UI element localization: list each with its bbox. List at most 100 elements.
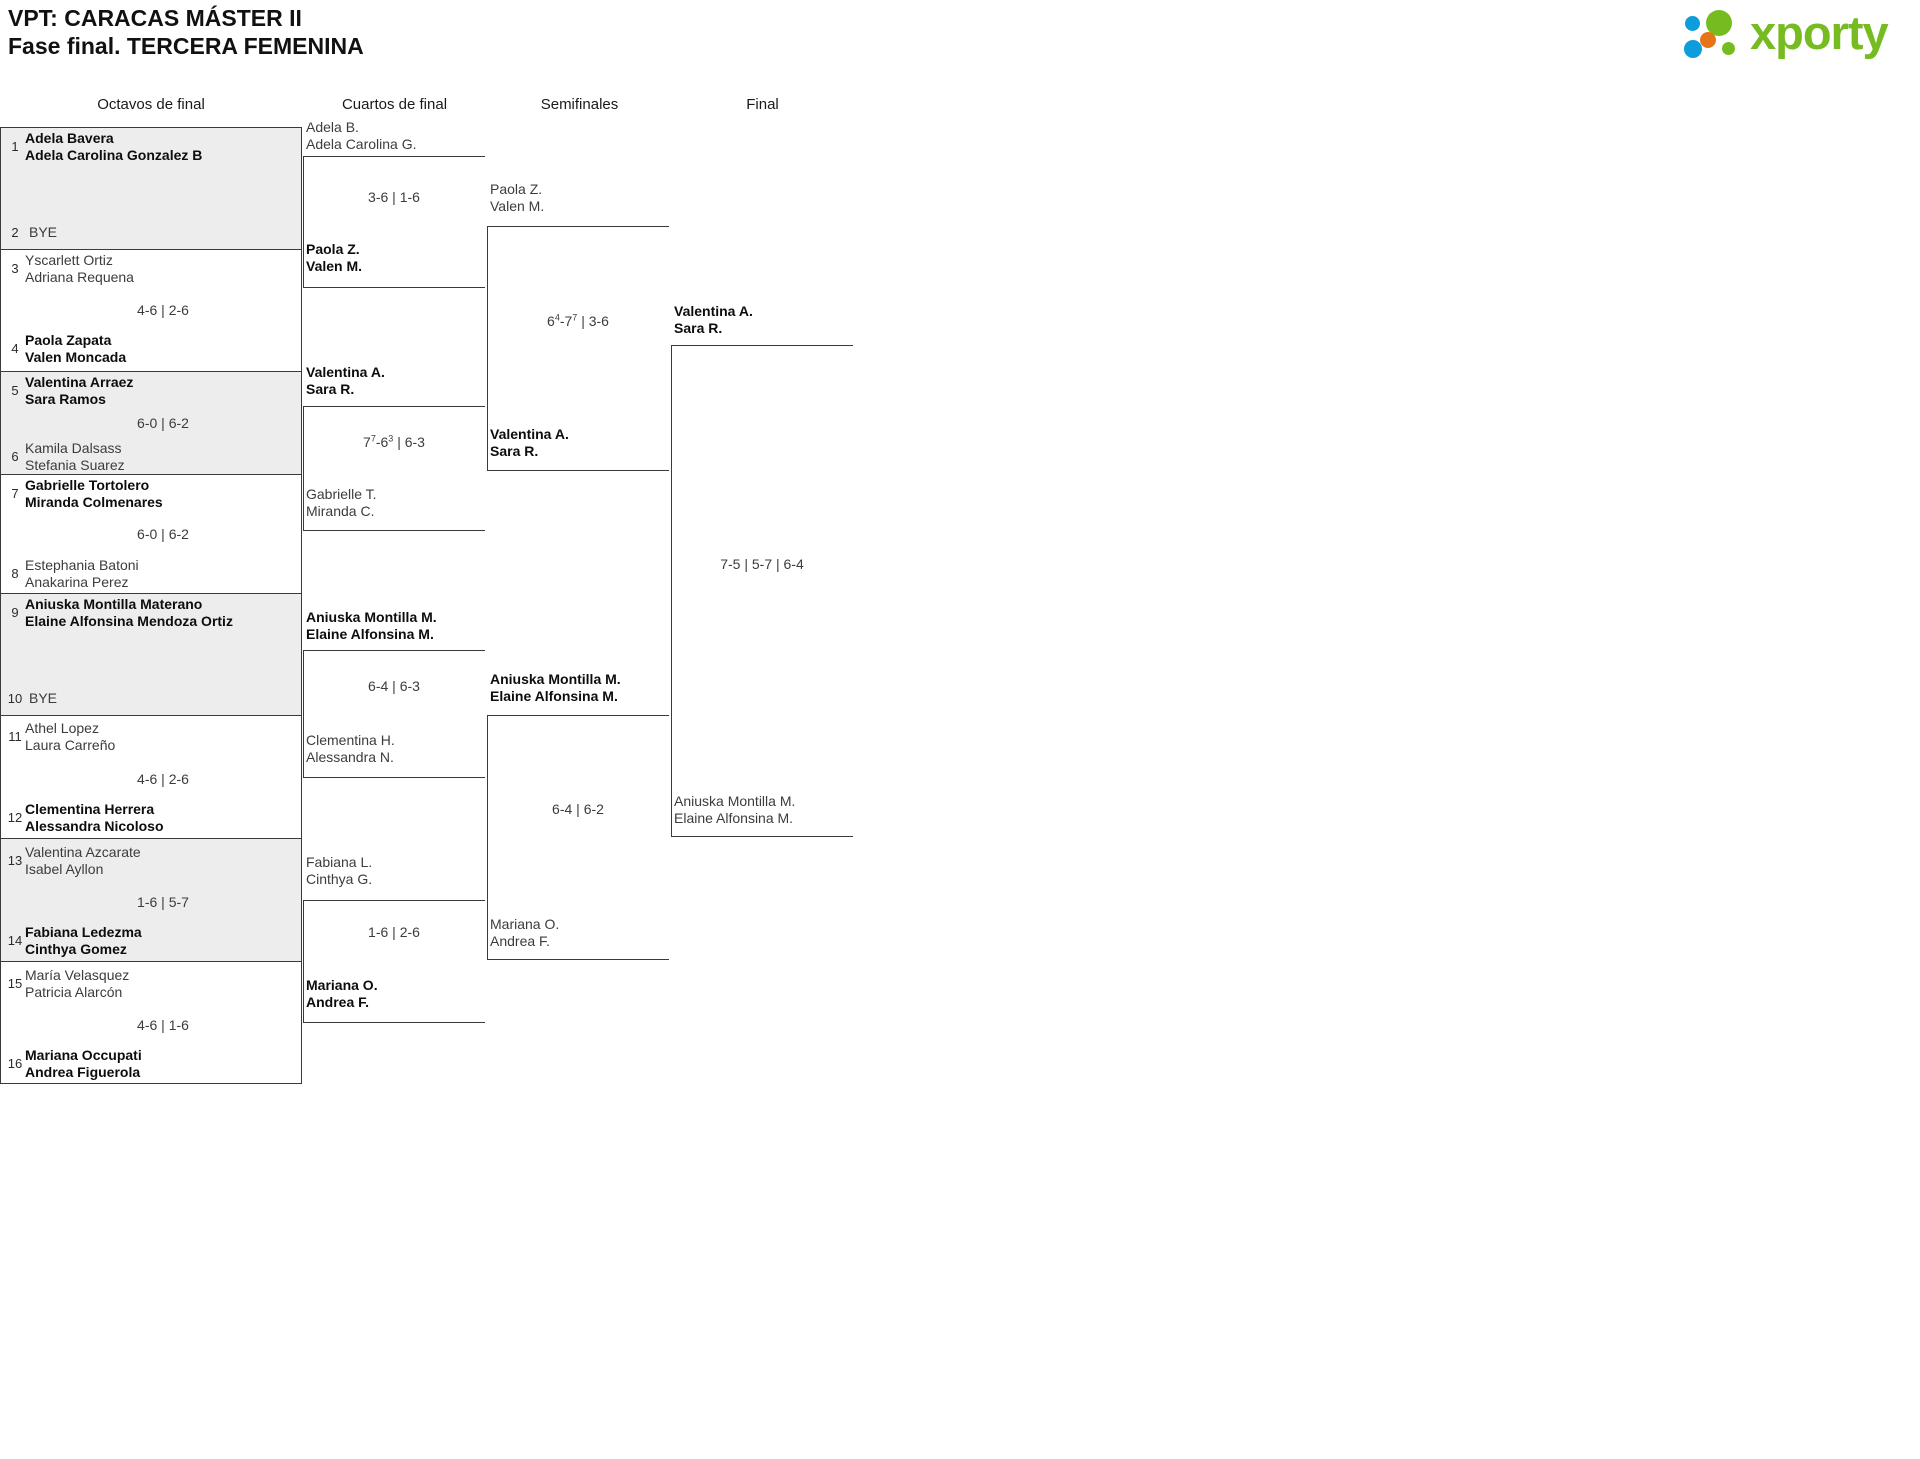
r3-match-1-bottom-label: Valentina A. Sara R. (490, 426, 569, 460)
r1-match-3[interactable]: 5 Valentina Arraez Sara Ramos 6-0 | 6-2 … (0, 371, 302, 474)
seed-number: 3 (11, 261, 19, 276)
r2-match-3-score: 6-4 | 6-3 (303, 678, 485, 694)
r2-match-4-box[interactable] (303, 900, 485, 1023)
r1-match-8-bottom-entry: 16 Mariana Occupati Andrea Figuerola (1, 1047, 301, 1081)
r1-match-2-top-entry: 3 Yscarlett Ortiz Adriana Requena (1, 252, 301, 286)
player-line-2: Cinthya Gomez (25, 941, 127, 957)
player-line-1: Aniuska Montilla M. (490, 671, 621, 687)
seed-names: María Velasquez Patricia Alarcón (25, 967, 129, 1001)
player-line-1: Aniuska Montilla M. (306, 609, 437, 625)
player-line-2: Sara R. (674, 320, 723, 336)
r1-match-4[interactable]: 7 Gabrielle Tortolero Miranda Colmenares… (0, 474, 302, 593)
tournament-title: VPT: CARACAS MÁSTER II Fase final. TERCE… (8, 4, 364, 60)
seed-names: Estephania Batoni Anakarina Perez (25, 557, 139, 591)
bye-label: BYE (29, 690, 58, 706)
seed-names: Aniuska Montilla Materano Elaine Alfonsi… (25, 596, 233, 630)
player-line-2: Andrea F. (490, 933, 550, 949)
score-text: 77-63 | 6-3 (363, 433, 425, 450)
player-line-2: Cinthya G. (306, 871, 373, 887)
round-heading-octavos: Octavos de final (97, 96, 205, 113)
logo-dots-icon (1684, 10, 1746, 58)
player-line-2: Valen M. (306, 258, 363, 274)
player-line-2: Elaine Alfonsina Mendoza Ortiz (25, 613, 233, 629)
player-line-2: Adriana Requena (25, 269, 134, 285)
player-line-1: Gabrielle Tortolero (25, 477, 150, 493)
r1-match-7-top-entry: 13 Valentina Azcarate Isabel Ayllon (1, 844, 301, 878)
player-line-1: Fabiana L. (306, 854, 373, 870)
seed-number: 7 (11, 486, 19, 501)
r2-match-2-box[interactable] (303, 406, 485, 531)
player-line-2: Adela Carolina Gonzalez B (25, 147, 203, 163)
player-line-2: Patricia Alarcón (25, 984, 123, 1000)
seed-number: 4 (11, 341, 19, 356)
player-line-2: Miranda C. (306, 503, 375, 519)
r1-match-4-top-entry: 7 Gabrielle Tortolero Miranda Colmenares (1, 477, 301, 511)
r2-match-1-bottom-label: Paola Z. Valen M. (306, 241, 362, 275)
seed-number: 10 (7, 691, 23, 706)
player-line-2: Valen M. (490, 198, 545, 214)
player-line-1: Valentina A. (306, 364, 385, 380)
player-line-2: Isabel Ayllon (25, 861, 104, 877)
r1-match-7[interactable]: 13 Valentina Azcarate Isabel Ayllon 1-6 … (0, 838, 302, 961)
seed-names: Clementina Herrera Alessandra Nicoloso (25, 801, 164, 835)
player-line-1: Fabiana Ledezma (25, 924, 142, 940)
r3-match-1-box[interactable] (487, 226, 669, 471)
r3-match-1-score: 64-77 | 3-6 (487, 313, 669, 329)
player-line-1: Adela Bavera (25, 130, 114, 146)
r1-match-2[interactable]: 3 Yscarlett Ortiz Adriana Requena 4-6 | … (0, 249, 302, 371)
seed-number: 15 (7, 976, 23, 991)
score-text: 6-4 | 6-3 (368, 678, 420, 694)
player-line-1: Clementina Herrera (25, 801, 155, 817)
score-text: 64-77 | 3-6 (547, 312, 609, 329)
r2-match-1-box[interactable] (303, 156, 485, 288)
player-line-2: Stefania Suarez (25, 457, 125, 473)
seed-number: 5 (11, 383, 19, 398)
player-line-2: Sara R. (306, 381, 355, 397)
player-line-1: Estephania Batoni (25, 557, 139, 573)
player-line-1: Valentina Arraez (25, 374, 134, 390)
r1-match-1[interactable]: 1 Adela Bavera Adela Carolina Gonzalez B… (0, 127, 302, 249)
player-line-2: Elaine Alfonsina M. (306, 626, 434, 642)
player-line-1: Valentina A. (674, 303, 753, 319)
logo-wordmark: xporty (1750, 6, 1889, 59)
player-line-1: Valentina A. (490, 426, 569, 442)
r4-match-1-box[interactable] (671, 345, 853, 837)
r1-match-3-score: 6-0 | 6-2 (137, 415, 189, 431)
player-line-2: Laura Carreño (25, 737, 116, 753)
r2-match-3-box[interactable] (303, 650, 485, 778)
player-line-1: Mariana Occupati (25, 1047, 142, 1063)
tournament-title-line1: VPT: CARACAS MÁSTER II (8, 5, 302, 31)
player-line-2: Alessandra N. (306, 749, 394, 765)
r4-match-1-score: 7-5 | 5-7 | 6-4 (671, 556, 853, 572)
r3-match-2-score: 6-4 | 6-2 (487, 801, 669, 817)
player-line-1: Mariana O. (490, 916, 560, 932)
r1-match-5-top-entry: 9 Aniuska Montilla Materano Elaine Alfon… (1, 596, 301, 630)
player-line-2: Valen Moncada (25, 349, 127, 365)
r1-match-6[interactable]: 11 Athel Lopez Laura Carreño 4-6 | 2-6 1… (0, 715, 302, 838)
player-line-1: Valentina Azcarate (25, 844, 141, 860)
player-line-1: Mariana O. (306, 977, 378, 993)
player-line-1: Gabrielle T. (306, 486, 377, 502)
r2-match-2-score: 77-63 | 6-3 (303, 434, 485, 450)
r1-match-5[interactable]: 9 Aniuska Montilla Materano Elaine Alfon… (0, 593, 302, 715)
seed-names: Valentina Azcarate Isabel Ayllon (25, 844, 141, 878)
r2-match-2-top-label: Valentina A. Sara R. (306, 364, 385, 398)
score-text: 7-5 | 5-7 | 6-4 (720, 556, 804, 572)
round-heading-semifinales: Semifinales (540, 96, 619, 113)
score-text: 6-4 | 6-2 (552, 801, 604, 817)
score-text: 1-6 | 2-6 (368, 924, 420, 940)
r2-match-4-bottom-label: Mariana O. Andrea F. (306, 977, 378, 1011)
r1-match-3-top-entry: 5 Valentina Arraez Sara Ramos (1, 374, 301, 408)
r2-match-3-bottom-label: Clementina H. Alessandra N. (306, 732, 395, 766)
round-heading-cuartos: Cuartos de final (341, 96, 448, 113)
r3-match-2-top-label: Aniuska Montilla M. Elaine Alfonsina M. (490, 671, 621, 705)
seed-number: 16 (7, 1056, 23, 1071)
seed-names: Adela Bavera Adela Carolina Gonzalez B (25, 130, 202, 164)
r3-match-2-box[interactable] (487, 715, 669, 960)
r1-match-7-bottom-entry: 14 Fabiana Ledezma Cinthya Gomez (1, 924, 301, 958)
r1-match-8[interactable]: 15 María Velasquez Patricia Alarcón 4-6 … (0, 961, 302, 1084)
r1-match-4-score: 6-0 | 6-2 (137, 526, 189, 542)
r4-match-1-bottom-label: Aniuska Montilla M. Elaine Alfonsina M. (674, 793, 795, 827)
r1-match-1-bottom-entry: 2 BYE (1, 216, 301, 250)
